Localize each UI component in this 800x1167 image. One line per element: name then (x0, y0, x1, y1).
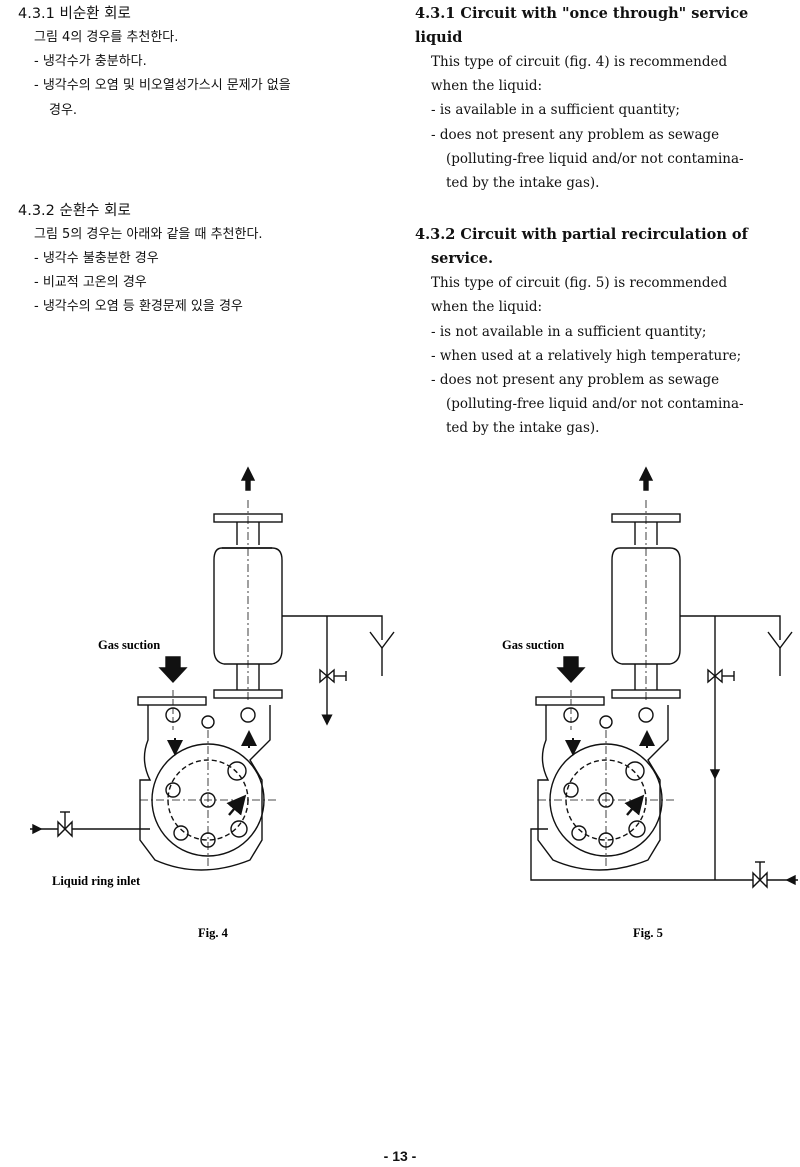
fig5-pump-diagram (530, 466, 798, 889)
english-line: - does not present any problem as sewage (431, 126, 720, 143)
english-line: - is available in a sufficient quantity; (431, 102, 680, 119)
korean-line: - 냉각수의 오염 및 비오열성가스시 문제가 없을 (34, 78, 291, 94)
discharge-arrow-icon (240, 466, 256, 491)
english-column: 4.3.1 Circuit with "once through" servic… (415, 0, 795, 441)
english-line: - does not present any problem as sewage (431, 372, 720, 389)
korean-line: - 냉각수의 오염 등 환경문제 있을 경우 (34, 299, 243, 315)
fig4-caption: Fig. 4 (198, 926, 229, 940)
english-line: when the liquid: (431, 78, 543, 95)
english-line: (polluting-free liquid and/or not contam… (446, 150, 744, 167)
fig4-liquid-ring-inlet-label: Liquid ring inlet (52, 874, 141, 888)
discharge-arrow-icon (638, 466, 654, 491)
english-line: This type of circuit (fig. 5) is recomme… (431, 275, 728, 292)
gas-suction-arrow-icon (556, 656, 586, 684)
english-section-4-3-2: 4.3.2 Circuit with partial recirculation… (415, 223, 795, 440)
korean-line: 그림 4의 경우를 추천한다. (34, 30, 179, 45)
english-section-title: 4.3.2 Circuit with partial recirculation… (415, 226, 748, 244)
fig4-pump-diagram (30, 466, 395, 871)
english-line: - when used at a relatively high tempera… (431, 347, 742, 364)
page-number: - 13 - (383, 1148, 417, 1164)
english-line: (polluting-free liquid and/or not contam… (446, 396, 744, 413)
english-section-4-3-1: 4.3.1 Circuit with "once through" servic… (415, 2, 795, 195)
english-section-title-cont: service. (431, 250, 494, 268)
korean-section-title: 4.3.1 비순환 회로 (18, 6, 131, 22)
korean-line: - 비교적 고온의 경우 (34, 275, 147, 291)
english-section-title: 4.3.1 Circuit with "once through" servic… (415, 5, 749, 46)
korean-line: 그림 5의 경우는 아래와 같을 때 추천한다. (34, 226, 263, 242)
english-line: This type of circuit (fig. 4) is recomme… (431, 54, 728, 70)
fig5-gas-suction-label: Gas suction (502, 638, 564, 652)
korean-section-4-3-2: 4.3.2 순환수 회로 그림 5의 경우는 아래와 같을 때 추천한다. - … (18, 199, 398, 320)
korean-section-title: 4.3.2 순환수 회로 (18, 202, 131, 219)
korean-line: - 냉각수 불충분한 경우 (34, 251, 159, 267)
fig4-gas-suction-label: Gas suction (98, 638, 160, 652)
gas-suction-arrow-icon (158, 656, 188, 684)
korean-column: 4.3.1 비순환 회로 그림 4의 경우를 추천한다. - 냉각수가 충분하다… (18, 0, 398, 320)
korean-section-4-3-1: 4.3.1 비순환 회로 그림 4의 경우를 추천한다. - 냉각수가 충분하다… (18, 2, 398, 123)
english-line: ted by the intake gas). (446, 420, 600, 437)
fig5-caption: Fig. 5 (633, 926, 663, 940)
korean-line: - 냉각수가 충분하다. (34, 54, 147, 70)
english-line: when the liquid: (431, 299, 543, 316)
english-line: - is not available in a sufficient quant… (431, 323, 707, 340)
english-line: ted by the intake gas). (446, 175, 600, 192)
korean-line: 경우. (49, 102, 78, 118)
